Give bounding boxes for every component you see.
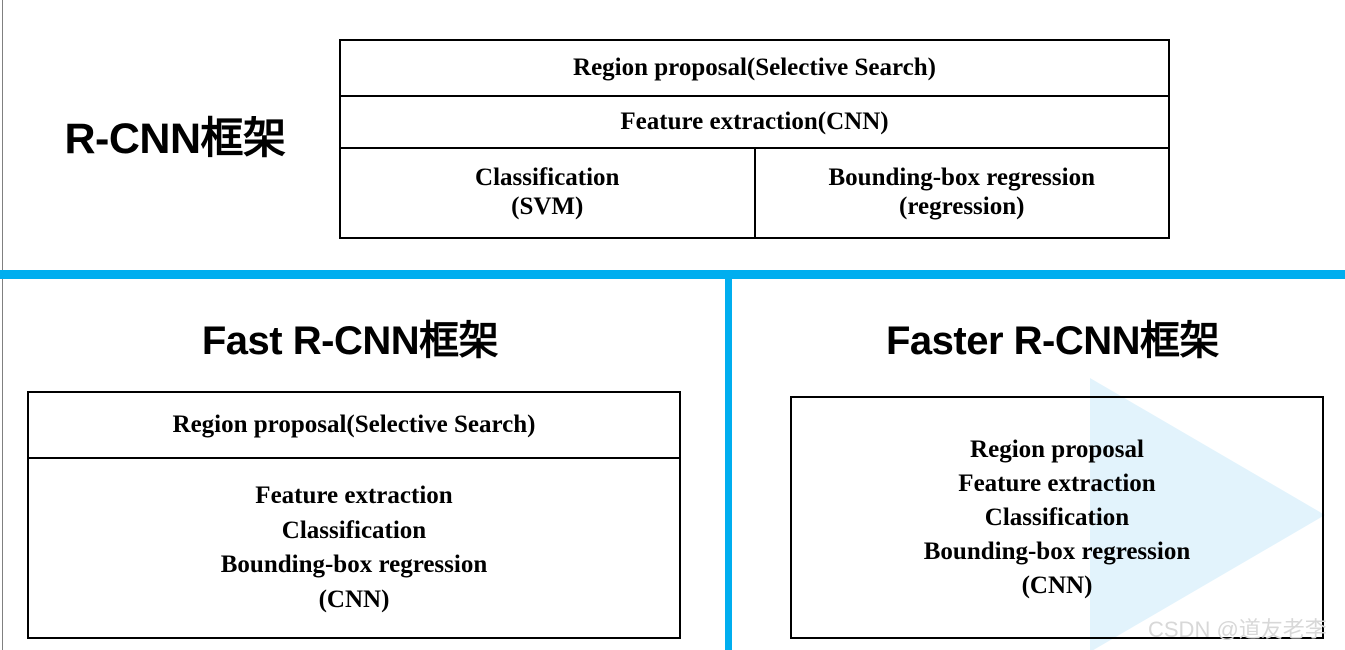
- fast-rcnn-line-1: Feature extraction: [255, 482, 453, 509]
- rcnn-bbox-line-2: (regression): [899, 193, 1025, 220]
- fast-rcnn-architecture-box: Region proposal(Selective Search) Featur…: [27, 391, 681, 639]
- csdn-watermark: CSDN @道友老李: [1148, 617, 1327, 642]
- rcnn-table-row-proposal: Region proposal(Selective Search): [341, 41, 1168, 97]
- fast-rcnn-unified-row: Feature extraction Classification Boundi…: [29, 459, 679, 637]
- fast-rcnn-line-3: Bounding-box regression: [220, 551, 488, 578]
- fast-rcnn-section-title: Fast R-CNN框架: [201, 319, 499, 363]
- fast-rcnn-line-2: Classification: [281, 516, 427, 544]
- fast-rcnn-region-proposal-row: Region proposal(Selective Search): [29, 393, 679, 459]
- rcnn-classification-line-2: (SVM): [511, 193, 584, 220]
- rcnn-bbox-line-1: Bounding-box regression: [828, 164, 1095, 192]
- rcnn-classification-line-1: Classification: [475, 164, 620, 192]
- faster-rcnn-architecture-box: Region proposal Feature extraction Class…: [790, 396, 1324, 639]
- faster-rcnn-line-1: Region proposal: [970, 435, 1144, 463]
- rcnn-cell-region-proposal: Region proposal(Selective Search): [573, 53, 936, 81]
- rcnn-architecture-table: Region proposal(Selective Search) Featur…: [339, 39, 1170, 239]
- rcnn-table-row-heads: Classification (SVM) Bounding-box regres…: [341, 149, 1168, 237]
- fast-rcnn-line-4: (CNN): [318, 585, 390, 613]
- faster-rcnn-line-3: Classification: [984, 503, 1130, 531]
- page-left-border: [2, 0, 3, 650]
- faster-rcnn-line-5: (CNN): [1021, 571, 1093, 599]
- faster-rcnn-line-4: Bounding-box regression: [923, 537, 1191, 565]
- rcnn-cell-bounding-box-regression: Bounding-box regression (regression): [756, 149, 1169, 237]
- rcnn-cell-classification: Classification (SVM): [341, 149, 756, 237]
- rcnn-table-row-feature: Feature extraction(CNN): [341, 97, 1168, 149]
- vertical-divider: [725, 279, 732, 650]
- rcnn-cell-feature-extraction: Feature extraction(CNN): [620, 107, 889, 135]
- faster-rcnn-line-2: Feature extraction: [958, 469, 1156, 497]
- horizontal-divider: [0, 270, 1345, 279]
- faster-rcnn-section-title: Faster R-CNN框架: [885, 319, 1220, 363]
- rcnn-section-title: R-CNN框架: [64, 115, 286, 163]
